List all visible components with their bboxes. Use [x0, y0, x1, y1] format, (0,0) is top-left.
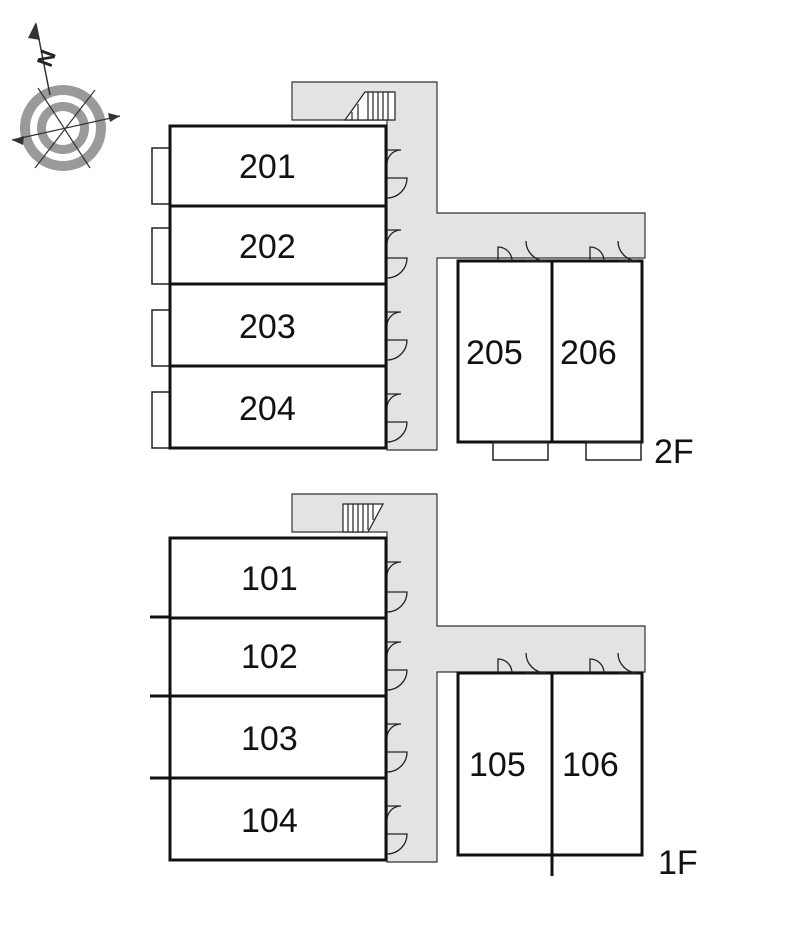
door-icon — [497, 240, 639, 262]
floor-1f: 101 102 103 104 105 106 — [150, 493, 698, 882]
unit-201 — [168, 124, 388, 208]
unit-205-label: 205 — [466, 334, 523, 372]
unit-106 — [550, 671, 644, 857]
unit-203 — [168, 282, 388, 368]
unit-102-label: 102 — [241, 638, 298, 676]
unit-206-label: 206 — [560, 334, 617, 372]
unit-104-label: 104 — [241, 802, 298, 840]
floor-2f-label: 2F — [654, 433, 694, 471]
north-label: N — [32, 46, 61, 69]
staircase-2f — [343, 91, 396, 121]
unit-203-label: 203 — [239, 308, 296, 346]
balcony — [151, 147, 171, 205]
balcony — [151, 309, 171, 367]
unit-104 — [168, 776, 388, 862]
unit-202-label: 202 — [239, 228, 296, 266]
unit-202 — [168, 204, 388, 286]
unit-204 — [168, 364, 388, 450]
door-icon — [386, 561, 408, 855]
balcony — [585, 441, 642, 461]
balcony — [151, 227, 171, 285]
unit-105-label: 105 — [469, 746, 526, 784]
unit-204-label: 204 — [239, 390, 296, 428]
compass-icon — [11, 22, 121, 171]
unit-102 — [168, 616, 388, 698]
unit-103 — [168, 694, 388, 780]
door-icon — [497, 652, 639, 674]
door-icon — [386, 149, 408, 443]
unit-105 — [456, 671, 554, 857]
floor-1f-label: 1F — [658, 844, 698, 882]
unit-101-label: 101 — [241, 560, 298, 598]
staircase-1f — [342, 503, 385, 533]
unit-206 — [550, 259, 644, 444]
balcony — [151, 391, 171, 449]
unit-106-label: 106 — [562, 746, 619, 784]
balcony — [492, 441, 549, 461]
wall-stubs — [150, 615, 170, 780]
unit-201-label: 201 — [239, 148, 296, 186]
floor-2f: 201 202 203 204 205 206 — [151, 81, 694, 471]
unit-103-label: 103 — [241, 720, 298, 758]
